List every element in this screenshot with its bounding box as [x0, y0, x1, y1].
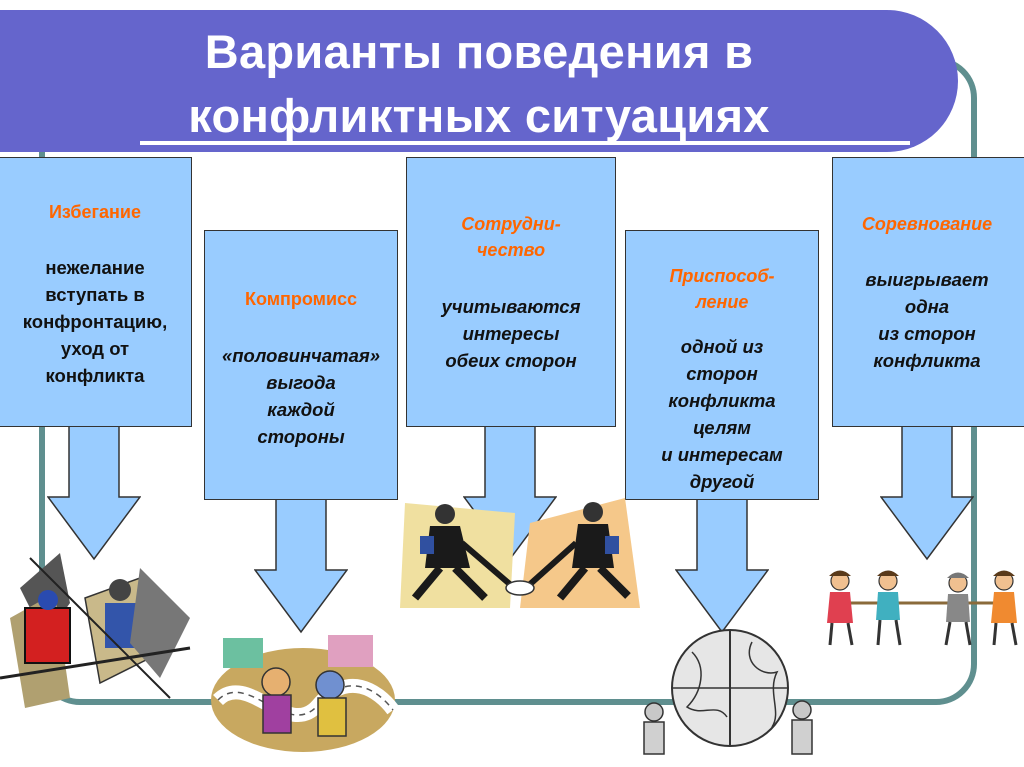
handshake-illustration [400, 498, 640, 608]
arrow-competition [880, 425, 974, 561]
title-line-1: Варианты поведения в [204, 25, 754, 78]
description-line: конфронтацию, [22, 311, 168, 332]
description-line: каждой [267, 399, 335, 420]
description-line: конфликта [45, 365, 145, 386]
strategy-label-avoidance: Избегание [48, 202, 142, 222]
description-line: учитываются [441, 296, 581, 317]
description-line: сторон [686, 363, 758, 384]
arrow-avoidance [47, 425, 141, 561]
description-line: стороны [257, 426, 345, 447]
title-underline [140, 141, 910, 145]
people-avoiding-illustration [0, 553, 191, 708]
arrow-compromise [254, 498, 348, 634]
strategy-description-cooperation: учитываются интересы обеих сторон [406, 293, 616, 374]
description-line: интересы [462, 323, 560, 344]
strategy-box-competition [832, 157, 1024, 427]
strategy-description-avoidance: нежелание вступать в конфронтацию, уход … [0, 254, 190, 389]
title-banner: Варианты поведения в конфликтных ситуаци… [0, 10, 958, 152]
label-line: чество [476, 240, 546, 260]
strategy-box-accommodation [625, 230, 819, 500]
description-line: «половинчатая» [221, 345, 381, 366]
strategy-box-compromise [204, 230, 398, 500]
strategy-description-accommodation: одной из сторон конфликта целям и интере… [625, 333, 819, 495]
arrow-accommodation [675, 498, 769, 634]
description-line: другой [689, 471, 755, 492]
label-line: Приспособ- [669, 266, 775, 286]
road-meeting-illustration [211, 635, 398, 752]
description-line: нежелание [45, 257, 145, 278]
tug-of-war-illustration [827, 570, 1018, 646]
label-line: ление [695, 292, 749, 312]
strategy-box-cooperation [406, 157, 616, 427]
strategy-box-avoidance [0, 157, 192, 427]
description-line: конфликта [668, 390, 776, 411]
description-line: обеих сторон [445, 350, 577, 371]
strategy-label-compromise: Компромисс [244, 289, 358, 309]
description-line: уход от [60, 338, 130, 359]
description-line: вступать в [45, 284, 145, 305]
description-line: и интересам [661, 444, 783, 465]
description-line: целям [693, 417, 751, 438]
title-line-2: конфликтных ситуациях [188, 89, 770, 142]
description-line: выгода [266, 372, 336, 393]
description-line: конфликта [873, 350, 981, 371]
globe-puzzle-illustration [643, 629, 813, 755]
strategy-description-compromise: «половинчатая» выгода каждой стороны [204, 342, 398, 450]
description-line: одна [904, 296, 950, 317]
strategy-label-accommodation: Приспособ- ление [625, 263, 819, 315]
description-line: одной из [680, 336, 764, 357]
description-line: выигрывает [865, 269, 989, 290]
strategy-label-cooperation: Сотрудни- чество [406, 211, 616, 263]
strategy-description-competition: выигрывает одна из сторон конфликта [832, 266, 1022, 374]
strategy-label-competition: Соревнование [861, 214, 993, 234]
description-line: из сторон [878, 323, 976, 344]
label-line: Сотрудни- [461, 214, 561, 234]
